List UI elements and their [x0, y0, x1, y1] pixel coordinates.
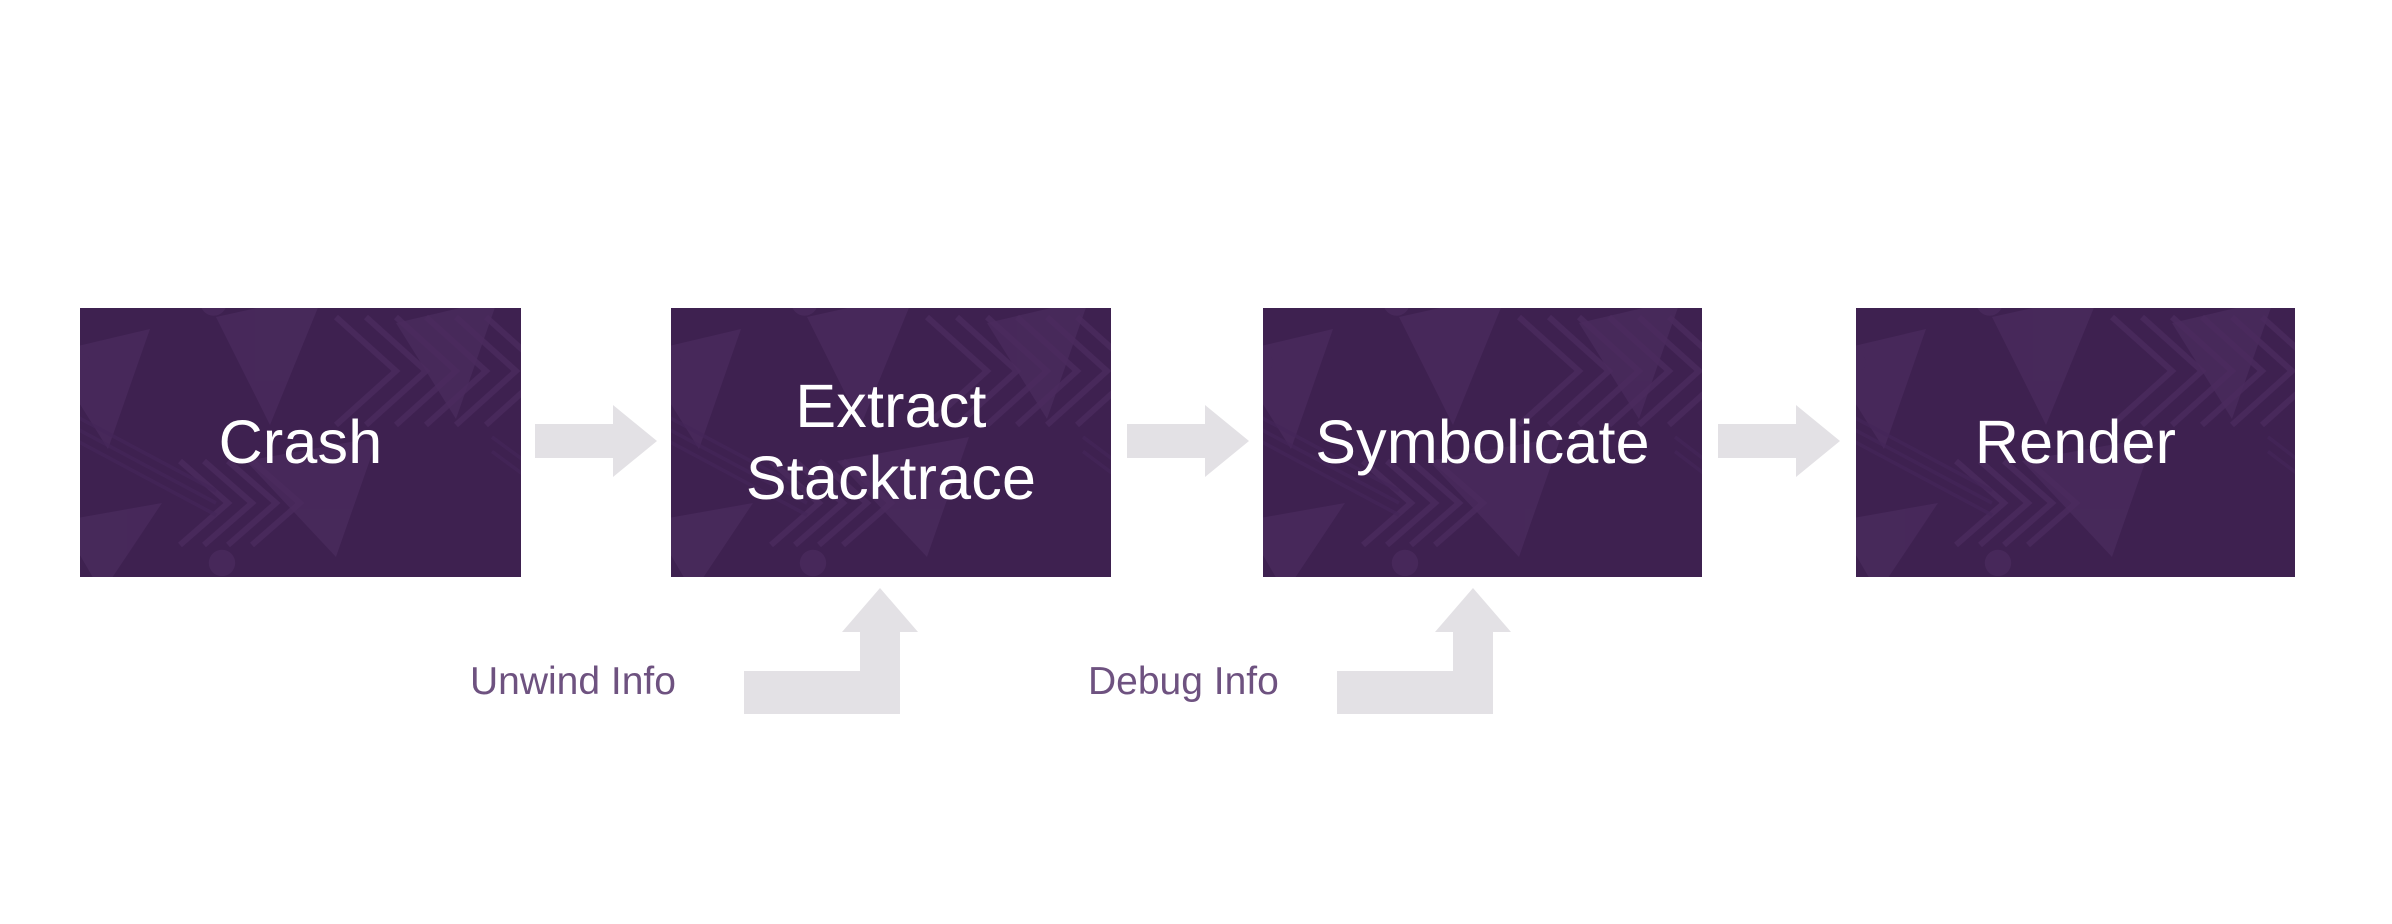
process-box-render[interactable]: Render — [1856, 308, 2295, 577]
process-label-crash: Crash — [218, 407, 383, 476]
input-label-debug-info: Debug Info — [1088, 660, 1279, 703]
elbow-arrow-up-unwind-info-icon — [744, 588, 918, 714]
input-label-unwind-info: Unwind Info — [470, 660, 676, 703]
process-box-crash[interactable]: Crash — [80, 308, 521, 577]
process-box-extract-stacktrace[interactable]: Extract Stacktrace — [671, 308, 1111, 577]
flow-arrow-right-icon — [535, 405, 657, 477]
flow-arrow-right-icon — [1718, 405, 1840, 477]
elbow-arrow-up-debug-info-icon — [1337, 588, 1511, 714]
process-label-extract-stacktrace: Extract Stacktrace — [745, 371, 1037, 512]
process-box-symbolicate[interactable]: Symbolicate — [1263, 308, 1702, 577]
process-label-symbolicate: Symbolicate — [1315, 407, 1650, 476]
process-label-render: Render — [1974, 407, 2177, 476]
flow-arrow-right-icon — [1127, 405, 1249, 477]
